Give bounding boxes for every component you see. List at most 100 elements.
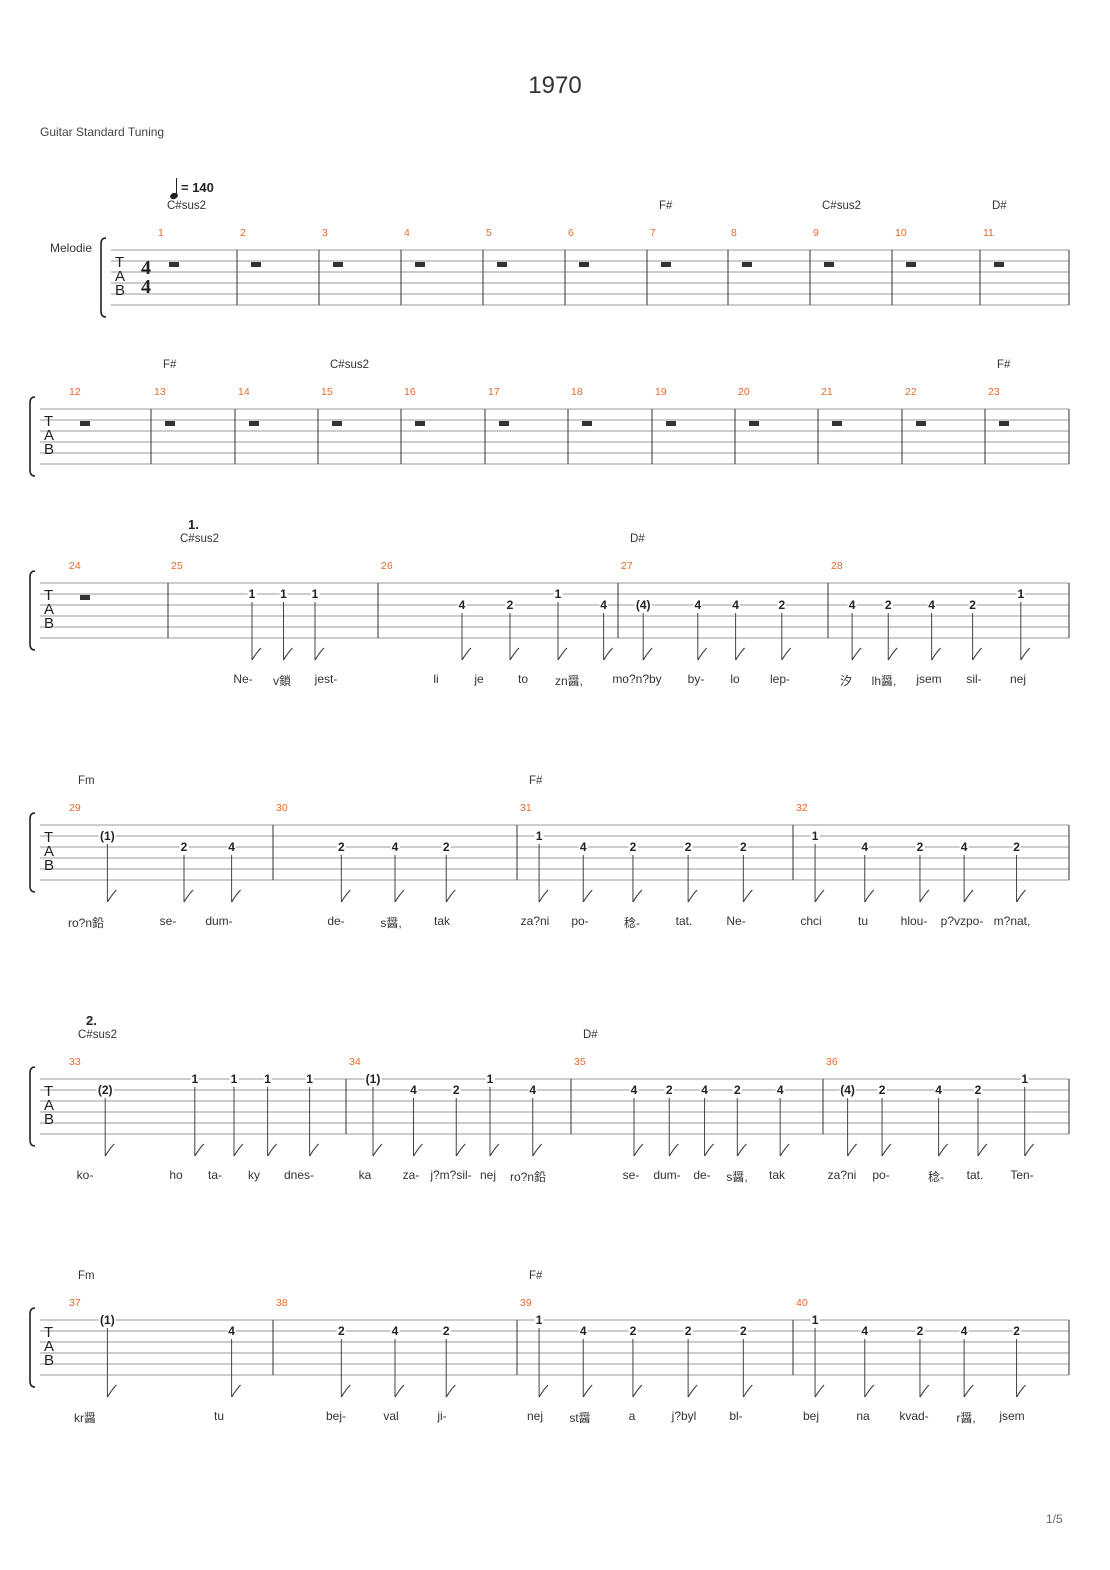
lyric-syllable: nej bbox=[1009, 672, 1027, 686]
measure-number: 9 bbox=[813, 227, 819, 239]
lyric-syllable: lh醤, bbox=[871, 674, 897, 688]
lyric-syllable: ro?n鉛 bbox=[67, 916, 105, 930]
fret-number: 1 bbox=[229, 1072, 239, 1086]
chord-name: Fm bbox=[78, 775, 95, 787]
lyric-syllable: na bbox=[856, 1409, 870, 1423]
whole-rest-icon bbox=[832, 421, 842, 426]
fret-number: (4) bbox=[839, 1083, 856, 1097]
note-flag bbox=[445, 1384, 456, 1398]
whole-rest-icon bbox=[80, 421, 90, 426]
note-flag bbox=[742, 889, 753, 903]
note-flag bbox=[538, 1384, 549, 1398]
lyric-syllable: lep- bbox=[769, 672, 791, 686]
lyric-syllable: zn醤, bbox=[554, 674, 584, 688]
fret-number: 1 bbox=[534, 1313, 544, 1327]
measure-number: 15 bbox=[321, 386, 333, 398]
lyric-syllable: jsem bbox=[916, 672, 942, 686]
whole-rest-icon bbox=[916, 421, 926, 426]
note-flag bbox=[557, 647, 568, 661]
lyric-syllable: dum- bbox=[653, 1168, 681, 1182]
lyric-syllable: ko- bbox=[76, 1168, 94, 1182]
measure-number: 35 bbox=[574, 1056, 586, 1068]
system-bracket bbox=[29, 1066, 36, 1147]
note-flag bbox=[1024, 1143, 1035, 1157]
note-flag bbox=[697, 647, 708, 661]
lyric-syllable: jest- bbox=[314, 672, 338, 686]
lyric-syllable: to bbox=[517, 672, 529, 686]
note-flag bbox=[687, 1384, 698, 1398]
note-flag bbox=[632, 1384, 643, 1398]
whole-rest-icon bbox=[169, 262, 179, 267]
whole-rest-icon bbox=[749, 421, 759, 426]
fret-number: 2 bbox=[628, 840, 638, 854]
fret-number: 1 bbox=[485, 1072, 495, 1086]
measure-number: 2 bbox=[240, 227, 246, 239]
whole-rest-icon bbox=[333, 262, 343, 267]
whole-rest-icon bbox=[742, 262, 752, 267]
fret-number: 2 bbox=[877, 1083, 887, 1097]
fret-number: 2 bbox=[683, 1324, 693, 1338]
measure-number: 11 bbox=[983, 227, 994, 239]
fret-number: 2 bbox=[732, 1083, 742, 1097]
lyric-syllable: sil- bbox=[966, 672, 982, 686]
fret-number: 2 bbox=[179, 840, 189, 854]
fret-number: 2 bbox=[451, 1083, 461, 1097]
time-signature-digit: 4 bbox=[141, 257, 151, 279]
lyric-syllable: za?ni bbox=[520, 914, 550, 928]
tab-clef-letter: B bbox=[44, 857, 54, 874]
note-flag bbox=[251, 647, 262, 661]
fret-number: 2 bbox=[336, 1324, 346, 1338]
tab-clef-letter: T bbox=[44, 587, 53, 604]
fret-number: (1) bbox=[99, 1313, 116, 1327]
lyric-syllable: tu bbox=[213, 1409, 225, 1423]
lyric-syllable: bl- bbox=[729, 1409, 743, 1423]
fret-number: 2 bbox=[915, 840, 925, 854]
chord-name: D# bbox=[992, 200, 1007, 212]
time-signature-digit: 4 bbox=[141, 276, 151, 298]
system-bracket bbox=[100, 237, 107, 318]
note-flag bbox=[781, 647, 792, 661]
note-flag bbox=[938, 1143, 949, 1157]
chord-name: C#sus2 bbox=[78, 1029, 117, 1041]
note-flag bbox=[194, 1143, 205, 1157]
fret-number: 1 bbox=[263, 1072, 272, 1086]
measure-number: 8 bbox=[731, 227, 737, 239]
note-flag bbox=[340, 1384, 351, 1398]
note-flag bbox=[1016, 889, 1026, 903]
measure-number: 19 bbox=[655, 386, 667, 398]
chord-name: F# bbox=[529, 1270, 543, 1282]
note-flag bbox=[963, 889, 974, 903]
fret-number: 4 bbox=[700, 1083, 709, 1097]
tab-clef-letter: T bbox=[44, 1083, 53, 1100]
measure-number: 37 bbox=[69, 1297, 81, 1309]
measure-number: 27 bbox=[621, 560, 633, 572]
system-bracket bbox=[29, 570, 36, 651]
whole-rest-icon bbox=[666, 421, 676, 426]
tab-clef-letter: A bbox=[44, 1338, 54, 1355]
whole-rest-icon bbox=[165, 421, 175, 426]
lyric-syllable: Ten- bbox=[1010, 1168, 1034, 1182]
note-flag bbox=[642, 647, 653, 661]
note-flag bbox=[282, 647, 293, 661]
note-flag bbox=[972, 647, 983, 661]
measure-number: 25 bbox=[171, 560, 183, 572]
note-flag bbox=[742, 1384, 753, 1398]
note-flag bbox=[814, 889, 825, 903]
lyric-syllable: se- bbox=[622, 1168, 640, 1182]
fret-number: 2 bbox=[336, 840, 346, 854]
page-number: 1/5 bbox=[1046, 1512, 1063, 1526]
note-flag bbox=[445, 889, 456, 903]
lyric-syllable: 稔- bbox=[928, 1170, 944, 1184]
measure-number: 20 bbox=[738, 386, 750, 398]
note-flag bbox=[309, 1143, 320, 1157]
note-flag bbox=[394, 889, 405, 903]
note-flag bbox=[104, 1143, 115, 1157]
measure-number: 10 bbox=[895, 227, 907, 239]
chord-name: F# bbox=[529, 775, 543, 787]
measure-number: 30 bbox=[276, 802, 288, 814]
fret-number: 1 bbox=[1020, 1072, 1030, 1086]
note-flag bbox=[538, 889, 549, 903]
measure-number: 26 bbox=[381, 560, 393, 572]
measure-number: 13 bbox=[154, 386, 166, 398]
chord-name: D# bbox=[630, 533, 645, 545]
